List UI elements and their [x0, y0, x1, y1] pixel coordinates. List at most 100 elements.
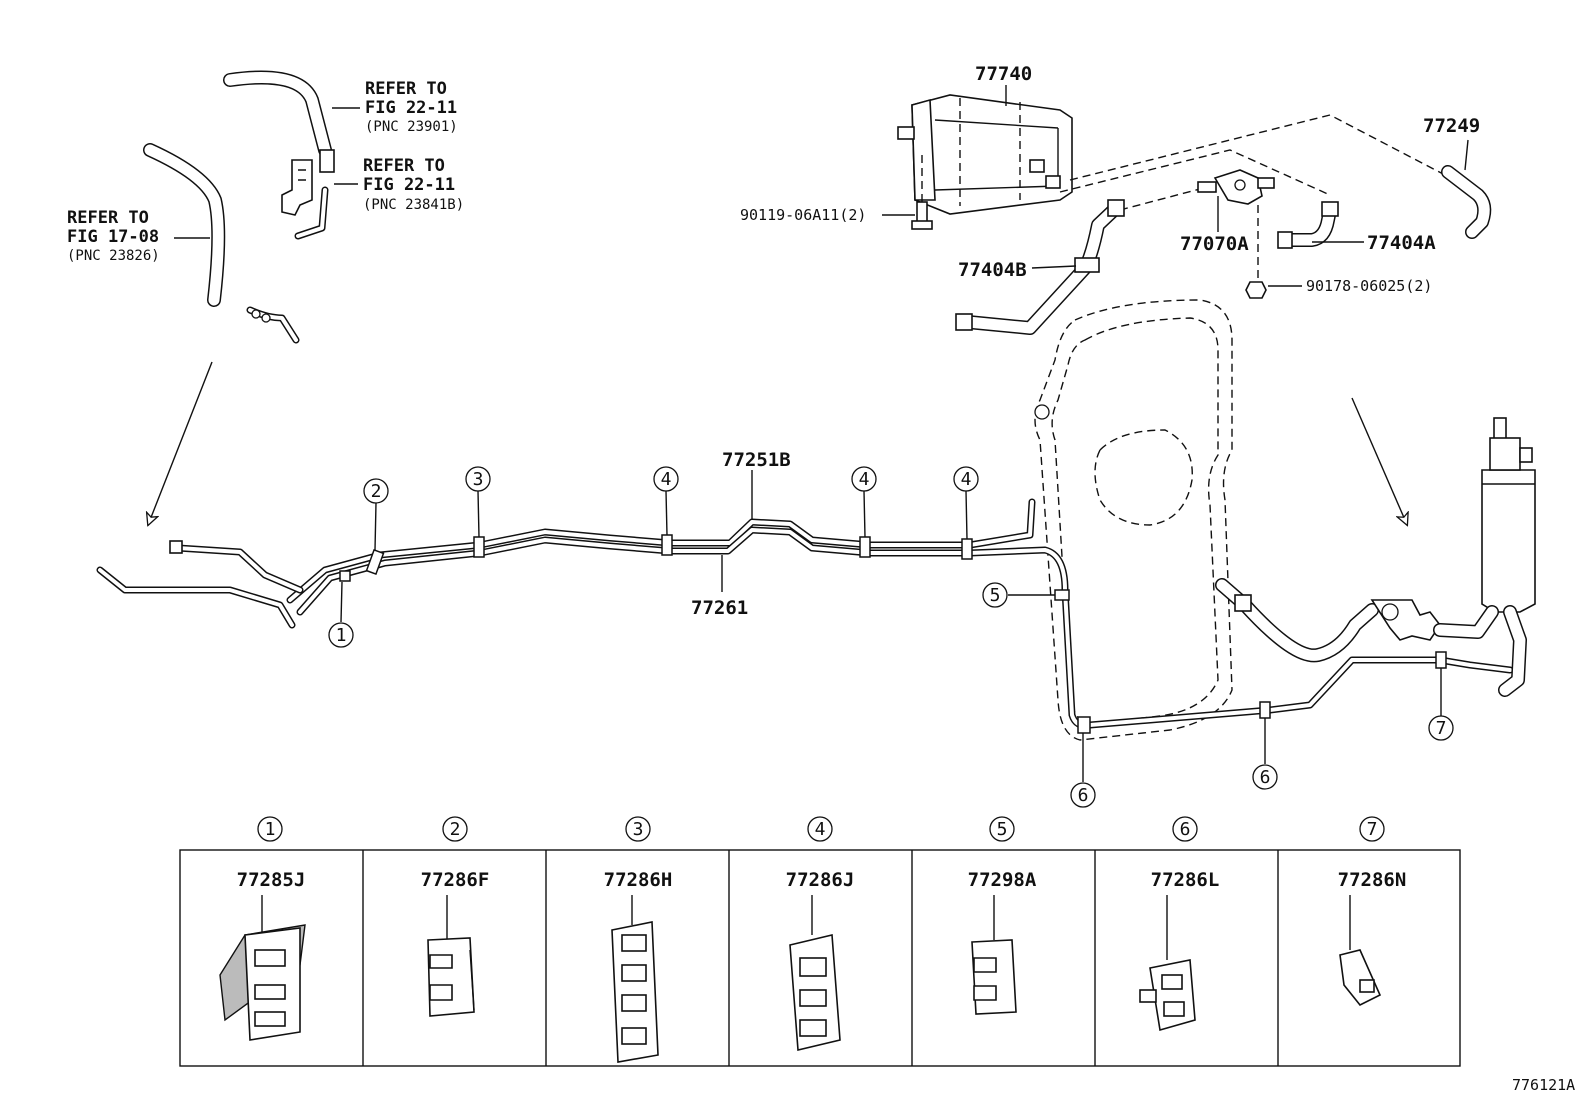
label-tube-lower: 77261	[691, 597, 748, 619]
table-index-2: 2	[442, 816, 468, 842]
hose-77249-leader	[1464, 139, 1469, 171]
callout-number: 6	[1260, 767, 1271, 788]
label-hose-a: 77404A	[1367, 232, 1436, 254]
table-index-3: 3	[625, 816, 651, 842]
clamp-drawing-77286h	[611, 895, 659, 1063]
table-index-number: 6	[1180, 819, 1191, 840]
table-index-4: 4	[807, 816, 833, 842]
clamp-2	[365, 548, 385, 576]
table-index-number: 5	[997, 819, 1008, 840]
table-index-number: 4	[815, 819, 826, 840]
hose-77404a	[1277, 201, 1339, 249]
label-canister: 77740	[975, 63, 1032, 85]
callout-4a: 4	[653, 466, 679, 492]
fuel-tank-outline	[1034, 299, 1233, 741]
connector-valve	[1370, 599, 1441, 641]
arrow-right-icon	[1351, 397, 1405, 520]
label-hose-b: 77404B	[958, 259, 1027, 281]
callout-number: 6	[1078, 785, 1089, 806]
fuel-inlet-pipe	[143, 143, 226, 307]
bracket-23841b	[281, 159, 329, 240]
table-part-number: 77286J	[786, 869, 855, 891]
clamp-drawing-77286j	[789, 895, 841, 1051]
table-index-number: 7	[1367, 819, 1378, 840]
callout-5: 5	[982, 582, 1008, 608]
tube-front-section	[96, 540, 304, 629]
label-hose-right: 77249	[1423, 115, 1480, 137]
callout-3: 3	[465, 466, 491, 492]
callout-6a: 6	[1070, 782, 1096, 808]
reference-pnc: (PNC 23826)	[67, 248, 160, 264]
table-part-number: 77286L	[1151, 869, 1220, 891]
filter-canister	[1433, 417, 1536, 697]
callout-1: 1	[328, 622, 354, 648]
reference-line2: FIG 22-11	[363, 175, 455, 195]
callout-4c: 4	[953, 466, 979, 492]
clamp-4a	[661, 534, 673, 556]
clamp-table	[179, 849, 1461, 1067]
label-nut: 90178-06025(2)	[1306, 277, 1432, 295]
clamp-6b	[1259, 701, 1271, 719]
table-index-number: 2	[450, 819, 461, 840]
callout-2: 2	[363, 478, 389, 504]
reference-23901: REFER TO FIG 22-11 (PNC 23901)	[365, 79, 458, 135]
label-valve: 77070A	[1180, 233, 1249, 255]
hose-77404b	[955, 199, 1125, 335]
bolt-part	[911, 155, 933, 230]
reference-line1: REFER TO	[365, 79, 447, 99]
upper-left-pipe	[223, 70, 335, 173]
hose-77249	[1441, 165, 1492, 239]
arrow-left-icon	[150, 361, 213, 520]
hose-77404b-leader	[1031, 265, 1077, 269]
fuel-tube-77251b	[286, 498, 1036, 604]
clamp-drawing-77285j	[219, 895, 306, 1041]
fuel-tube-77261	[296, 526, 1514, 729]
vsv-valve	[1197, 169, 1275, 205]
clamp-5	[1054, 589, 1070, 601]
reference-line1: REFER TO	[67, 208, 149, 228]
reference-line2: FIG 22-11	[365, 98, 457, 118]
table-part-number: 77285J	[237, 869, 306, 891]
callout-number: 4	[661, 469, 672, 490]
clamp-3	[473, 536, 485, 558]
callout-number: 2	[371, 481, 382, 502]
clamp-drawing-77298a	[971, 895, 1017, 1015]
label-tube-upper: 77251B	[722, 449, 791, 471]
table-part-number: 77286H	[604, 869, 673, 891]
table-index-5: 5	[989, 816, 1015, 842]
callout-6b: 6	[1252, 764, 1278, 790]
table-index-6: 6	[1172, 816, 1198, 842]
table-part-number: 77286F	[421, 869, 490, 891]
callout-number: 7	[1436, 718, 1447, 739]
dashed-guide	[1069, 114, 1446, 181]
clamp-drawing-77286l	[1139, 895, 1196, 1032]
small-harness-part	[246, 306, 300, 344]
reference-line2: FIG 17-08	[67, 227, 159, 247]
callout-number: 3	[473, 469, 484, 490]
clamp-4c	[961, 538, 973, 560]
table-index-number: 1	[265, 819, 276, 840]
reference-23826: REFER TO FIG 17-08 (PNC 23826)	[67, 208, 160, 264]
table-index-1: 1	[257, 816, 283, 842]
nut-part	[1245, 281, 1267, 299]
callout-7: 7	[1428, 715, 1454, 741]
label-bolt: 90119-06A11(2)	[740, 206, 866, 224]
callout-4b: 4	[851, 466, 877, 492]
figure-id: 776121A	[1512, 1076, 1575, 1094]
callout-number: 1	[336, 625, 347, 646]
dashed-guide	[1059, 149, 1331, 196]
clamp-7	[1435, 651, 1447, 669]
callout-number: 4	[859, 469, 870, 490]
table-part-number: 77286N	[1338, 869, 1407, 891]
clamp-6a	[1077, 716, 1091, 734]
reference-line1: REFER TO	[363, 156, 445, 176]
vapor-hose-right	[1215, 578, 1379, 663]
clamp-drawing-77286f	[427, 895, 475, 1017]
callout-leaders	[340, 490, 1442, 782]
clamp-drawing-77286n	[1339, 895, 1382, 1007]
reference-pnc: (PNC 23901)	[365, 119, 458, 135]
table-index-number: 3	[633, 819, 644, 840]
table-part-number: 77298A	[968, 869, 1037, 891]
callout-number: 5	[990, 585, 1001, 606]
